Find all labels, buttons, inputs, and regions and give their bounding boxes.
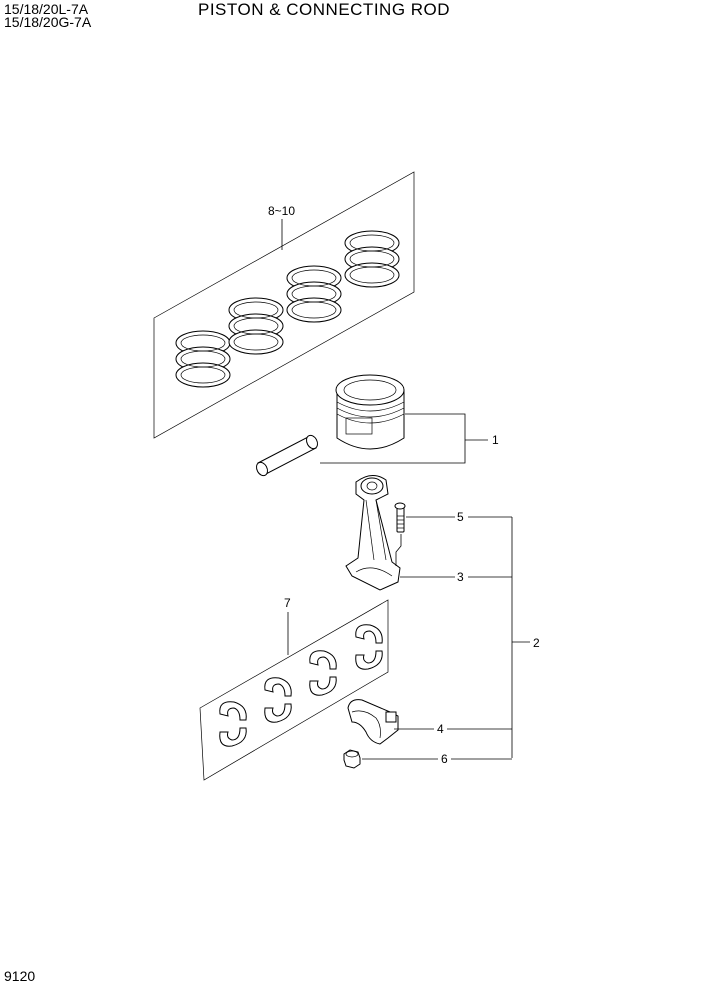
callout-rings: 8~10: [268, 204, 295, 218]
callout-cap: 4: [437, 722, 444, 736]
rod-nut: [343, 749, 361, 769]
bearing-shell-4: [355, 624, 383, 670]
page-number: 9120: [4, 968, 36, 984]
bearing-shell-1: [219, 701, 247, 747]
callout-rod: 3: [457, 570, 464, 584]
piston: [335, 374, 405, 450]
model-label-1: 15/18/20L-7A: [4, 1, 89, 17]
callout-bearings: 7: [284, 596, 291, 610]
model-label-2: 15/18/20G-7A: [4, 14, 92, 30]
ring-stack-3: [286, 265, 342, 323]
bearing-set: 7: [199, 596, 389, 781]
piston-ring-set: 8~10: [153, 171, 415, 439]
callout-rod-assembly: 2: [533, 636, 540, 650]
ring-stack-1: [175, 330, 231, 388]
bearing-shell-2: [264, 677, 292, 723]
ring-stack-4: [344, 230, 400, 288]
ring-stack-2: [228, 297, 284, 355]
rod-cap: [347, 699, 399, 745]
page-title: PISTON & CONNECTING ROD: [198, 0, 451, 19]
connecting-rod: [345, 475, 401, 591]
bearing-shell-3: [309, 650, 337, 696]
piston-pin: [255, 434, 319, 477]
callout-piston: 1: [492, 433, 499, 447]
rod-bolt: [394, 502, 406, 566]
callout-nut: 6: [441, 752, 448, 766]
callout-bolt: 5: [457, 510, 464, 524]
